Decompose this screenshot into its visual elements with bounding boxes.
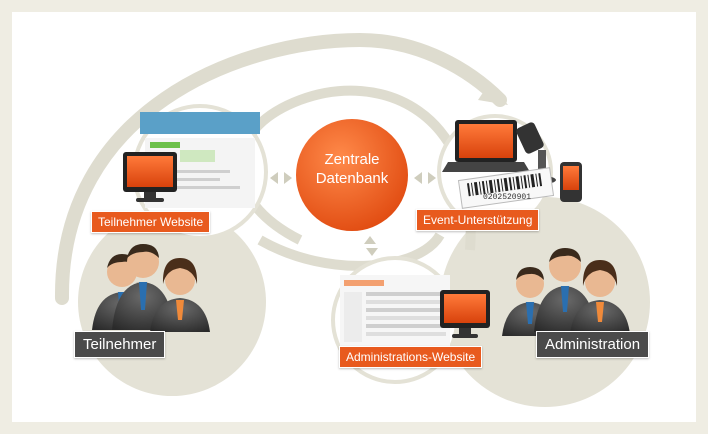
label-teilnehmer-website: Teilnehmer Website: [91, 211, 211, 233]
database-label-line2: Datenbank: [315, 170, 389, 187]
arrow-right: [414, 172, 436, 184]
outer-arc-arrow: [478, 82, 508, 105]
label-event-unterstuetzung: Event-Unterstützung: [416, 209, 540, 231]
label-teilnehmer: Teilnehmer: [74, 331, 166, 358]
label-administration: Administration: [536, 331, 650, 358]
arrow-down: [364, 236, 378, 256]
database-label-line1: Zentrale: [324, 151, 380, 168]
website-banner: [140, 112, 260, 134]
database-circle: [294, 117, 410, 233]
administration-people: [502, 248, 630, 336]
barcode-bars: [466, 173, 543, 197]
arrow-left: [270, 172, 292, 184]
teilnehmer-people: [92, 244, 210, 332]
outer-arc: [54, 32, 507, 305]
barcode-number: 0202520901: [482, 193, 531, 202]
label-administrations-website: Administrations-Website: [339, 346, 483, 368]
database-label: Zentrale Datenbank: [296, 150, 408, 188]
